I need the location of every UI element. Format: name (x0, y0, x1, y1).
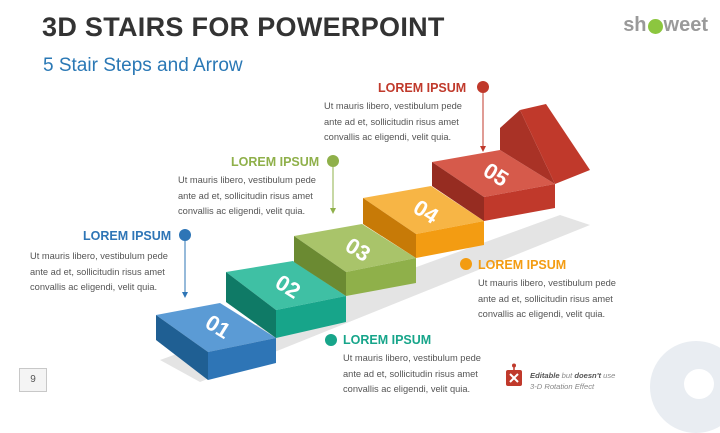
arrow-head (500, 104, 590, 184)
step-5-side (432, 162, 484, 221)
step-3-front (346, 258, 416, 296)
step-2-front (276, 296, 346, 338)
callout-1-text: Ut mauris libero, vestibulum pede ante a… (30, 251, 168, 292)
callout-5-dot (477, 81, 489, 93)
logo-text-left: sh (623, 14, 647, 36)
page-number: 9 (19, 368, 47, 392)
step-1-side (156, 315, 208, 380)
pointer-arrow-3 (330, 208, 336, 214)
slide-subtitle: 5 Stair Steps and Arrow (43, 55, 243, 76)
step-5-top (432, 150, 555, 197)
callout-1-dot (179, 229, 191, 241)
step-1-top (156, 303, 276, 352)
callout-4-text: Ut mauris libero, vestibulum pede ante a… (478, 278, 616, 319)
step-4-side (363, 198, 416, 258)
callout-2-text: Ut mauris libero, vestibulum pede ante a… (343, 353, 481, 394)
callout-2-dot (325, 334, 337, 346)
callout-3-heading: LOREM IPSUM (231, 155, 320, 169)
callout-4-heading: LOREM IPSUM (478, 258, 567, 272)
step-2-top (226, 261, 346, 310)
callout-3-text: Ut mauris libero, vestibulum pede ante a… (178, 175, 316, 216)
pointer-arrow-5 (480, 146, 486, 152)
stair-step-5 (432, 150, 555, 221)
step-2-side (226, 272, 276, 338)
stair-step-3 (294, 224, 416, 296)
stair-step-4 (363, 186, 484, 258)
pointer-arrow-1 (182, 292, 188, 298)
step-3-top (294, 224, 416, 272)
logo-leaf-icon (647, 19, 663, 34)
stair-step-2 (226, 261, 346, 338)
arrow-head-front (520, 104, 590, 184)
slide-title: 3D STAIRS FOR POWERPOINT (42, 12, 445, 42)
step-5-front (484, 184, 555, 221)
callout-2-heading: LOREM IPSUM (343, 333, 432, 347)
callout-3-dot (327, 155, 339, 167)
robot-icon (506, 363, 522, 386)
step-1-front (208, 338, 276, 380)
callout-1-heading: LOREM IPSUM (83, 229, 172, 243)
callout-5-text: Ut mauris libero, vestibulum pede ante a… (324, 101, 462, 142)
callout-4-dot (460, 258, 472, 270)
step-4-front (416, 221, 484, 258)
stairs-graphic: 01 02 03 04 05 (156, 93, 590, 382)
rotation-note: Editable but doesn't use 3-D Rotation Ef… (530, 371, 616, 391)
corner-decoration-inner (684, 369, 714, 399)
step-3-side (294, 236, 346, 296)
showeet-logo: sh weet (623, 14, 708, 37)
step-4-top (363, 186, 484, 234)
arrow-head-side (500, 110, 555, 184)
stair-step-1 (156, 303, 276, 380)
callout-5-heading: LOREM IPSUM (378, 81, 467, 95)
logo-text-right: weet (663, 14, 708, 36)
